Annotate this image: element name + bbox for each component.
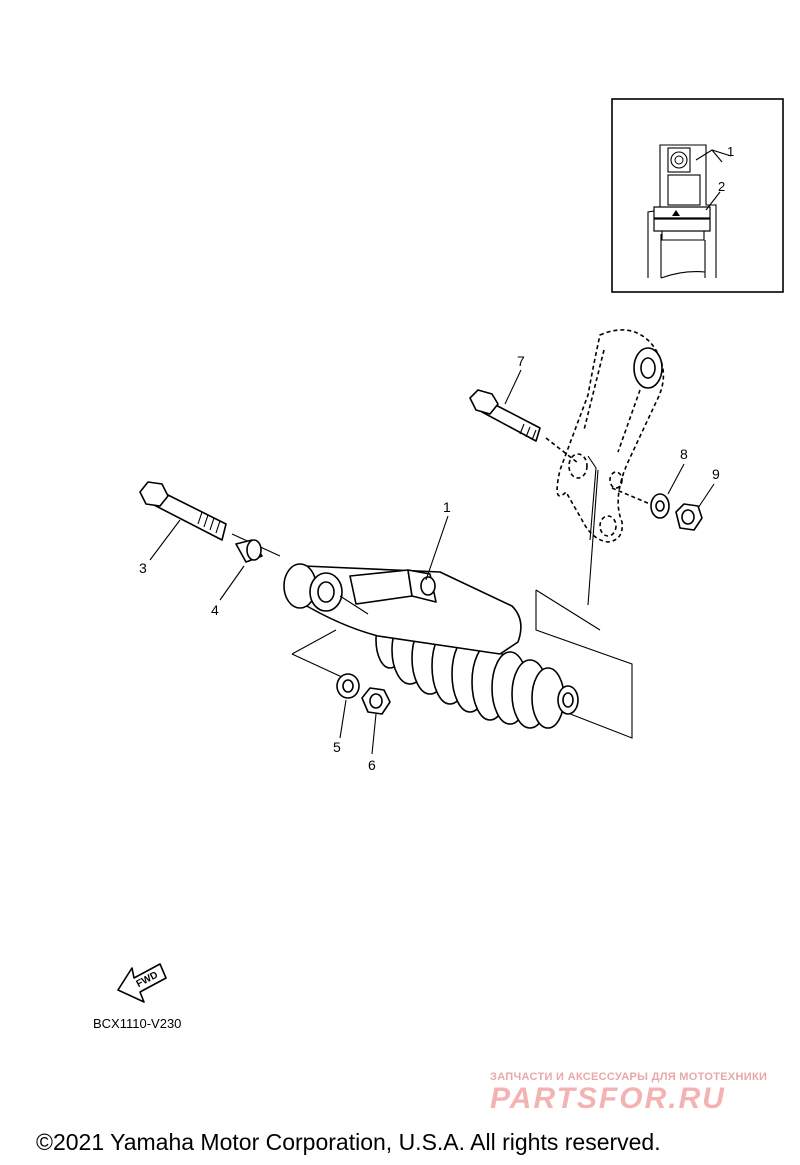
bolt-3: [139, 481, 281, 557]
washer-5: [336, 673, 360, 699]
inset-callout-1: 1: [727, 144, 734, 159]
inset-detail: 1 2: [611, 98, 784, 293]
callout-4: 4: [211, 602, 219, 618]
inset-callout-2: 2: [718, 179, 725, 194]
callout-5: 5: [333, 739, 341, 755]
collar-4: [235, 539, 263, 563]
callout-1: 1: [443, 499, 451, 515]
diagram-reference-code: BCX1110-V230: [93, 1016, 182, 1031]
rear-shock-absorber: [283, 563, 633, 739]
copyright-notice: ©2021 Yamaha Motor Corporation, U.S.A. A…: [36, 1129, 661, 1155]
watermark-logo: PARTSFOR.RU: [490, 1082, 726, 1115]
bolt-7: [469, 389, 579, 464]
callout-9: 9: [712, 466, 720, 482]
callout-7: 7: [517, 353, 525, 369]
relay-arm: [556, 329, 665, 606]
washer-8: [611, 487, 670, 519]
callout-3: 3: [139, 560, 147, 576]
watermark-subtitle: ЗАПЧАСТИ И АКСЕССУАРЫ ДЛЯ МОТОТЕХНИКИ: [490, 1071, 768, 1083]
callout-6: 6: [368, 757, 376, 773]
nut-9: [675, 503, 703, 531]
callout-8: 8: [680, 446, 688, 462]
nut-6: [361, 687, 391, 715]
fwd-arrow-icon: FWD: [117, 963, 167, 1003]
